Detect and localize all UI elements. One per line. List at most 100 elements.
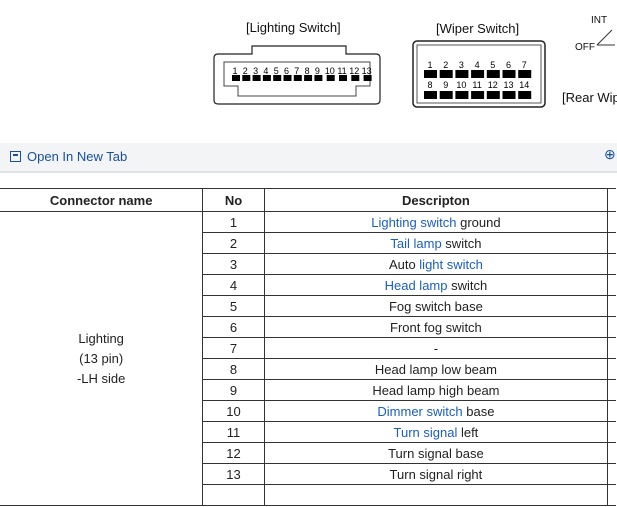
description-text: Head lamp high beam [372, 382, 500, 398]
description-text: switch [441, 235, 482, 251]
pin-slot [518, 70, 532, 78]
pin-number: 11 [337, 66, 346, 76]
pin-number: 6 [284, 66, 289, 76]
pin-number: 13 [362, 66, 372, 76]
pin-slot [242, 75, 251, 81]
pin-no: 5 [202, 295, 265, 317]
description-link[interactable]: light switch [419, 256, 483, 272]
open-in-new-tab-link[interactable]: Open In New Tab [10, 149, 127, 164]
description-link[interactable]: Dimmer switch [377, 403, 463, 419]
pin-description: Auto light switch [263, 253, 609, 275]
description-text: ground [456, 214, 501, 230]
pin-no: 1 [202, 211, 265, 233]
pin-number: 7 [294, 66, 299, 76]
pin-number: 8 [427, 80, 432, 90]
pin-no: 3 [202, 253, 265, 275]
description-text: Head lamp low beam [374, 361, 497, 377]
description-link[interactable]: Tail lamp [390, 235, 442, 251]
pin-slot [424, 91, 437, 99]
description-text: - [433, 340, 439, 356]
pin-number: 4 [263, 66, 268, 76]
table-row: 13 Turn signal right [0, 463, 616, 485]
description-link[interactable]: Turn signal [393, 424, 458, 440]
pin-description: Head lamp switch [263, 274, 609, 296]
connector-name-line: -LH side [76, 370, 126, 386]
pin-number: 3 [253, 66, 258, 76]
off-label: OFF [575, 42, 595, 53]
pin-number: 9 [443, 80, 448, 90]
pin-description: Head lamp low beam [263, 358, 609, 380]
pin-description: Front fog switch [263, 316, 609, 338]
pin-description: Head lamp high beam [263, 379, 609, 401]
open-in-new-tab-label: Open In New Tab [27, 149, 128, 164]
pin-description: Turn signal base [263, 442, 609, 464]
pin-no: 13 [202, 463, 265, 485]
header-connector-name: Connector name [0, 188, 204, 212]
description-text: Fog switch base [388, 298, 483, 314]
description-text: switch [447, 277, 488, 293]
pin-slot [363, 75, 372, 81]
description-text: base [462, 403, 495, 419]
pin-number: 9 [315, 66, 320, 76]
pin-number: 12 [349, 66, 359, 76]
pin-slot [486, 91, 500, 99]
pin-no: 7 [202, 337, 265, 359]
description-text: Auto [388, 256, 420, 272]
pin-slot [439, 91, 453, 99]
table-row: 8 Head lamp low beam [0, 358, 616, 380]
pin-no: 9 [202, 379, 265, 401]
description-link[interactable]: Head lamp [384, 277, 448, 293]
pin-slot [339, 75, 347, 81]
description-text: Turn signal base [388, 445, 484, 461]
pin-number: 12 [488, 80, 498, 90]
pin-number: 5 [274, 66, 279, 76]
pin-slot [326, 75, 335, 81]
rear-wiper-caption: [Rear Wip [562, 90, 617, 105]
pin-slot [424, 70, 437, 78]
pin-slot [455, 91, 469, 99]
pin-slot [471, 91, 485, 99]
zoom-in-icon[interactable]: ⊕ [604, 146, 616, 162]
pin-number: 7 [522, 60, 527, 70]
description-text: Front fog switch [390, 319, 482, 335]
description-link[interactable]: Lighting switch [371, 214, 457, 230]
connector-name-cell: Lighting(13 pin)-LH side [0, 211, 204, 506]
pin-description: Fog switch base [263, 295, 609, 317]
pin-slot [518, 91, 532, 99]
pin-number: 6 [506, 60, 511, 70]
pin-description: Dimmer switch base [263, 400, 609, 422]
pin-slot [304, 75, 313, 81]
pin-number: 10 [325, 66, 335, 76]
int-label: INT [591, 15, 608, 26]
pin-slot [314, 75, 323, 81]
pin-slot [273, 75, 282, 81]
pin-no: 8 [202, 358, 265, 380]
pin-slot [293, 75, 302, 81]
pin-slot [471, 70, 485, 78]
pin-number: 2 [243, 66, 248, 76]
pin-description: Turn signal left [263, 421, 609, 443]
pin-slot [439, 70, 453, 78]
pin-number: 8 [305, 66, 310, 76]
pin-number: 1 [427, 60, 432, 70]
pin-number: 14 [519, 80, 529, 90]
description-text: Turn signal right [389, 466, 483, 482]
pin-slot [262, 75, 271, 81]
pin-slot [455, 70, 469, 78]
pin-description: Tail lamp switch [263, 232, 609, 254]
pin-number: 13 [503, 80, 513, 90]
pin-slot [486, 70, 500, 78]
wiper-switch-caption: [Wiper Switch] [436, 21, 520, 36]
toolbar: Open In New Tab ⊕ [0, 143, 617, 173]
pin-slot [252, 75, 261, 81]
pin-description: Lighting switch ground [263, 211, 609, 233]
header-description: Descripton [263, 188, 609, 212]
pin-description: Turn signal right [263, 463, 609, 485]
pin-slot [502, 91, 516, 99]
pin-no: 11 [202, 421, 265, 443]
pin-no: 2 [202, 232, 265, 254]
